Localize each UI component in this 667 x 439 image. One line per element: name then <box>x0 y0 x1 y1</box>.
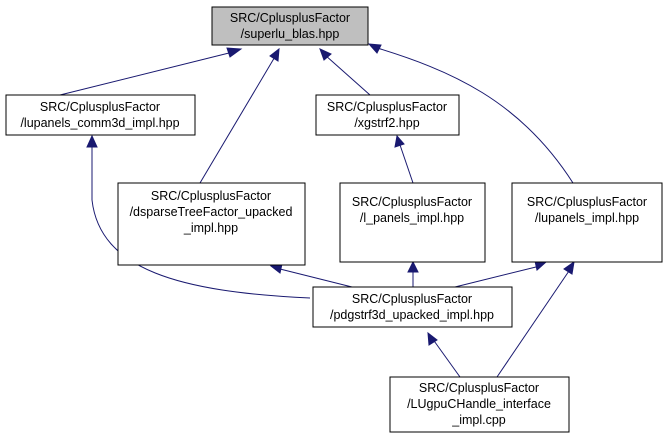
node-lugpu-line-1: SRC/CplusplusFactor <box>419 381 539 395</box>
node-lupanels-comm3d-line-1: SRC/CplusplusFactor <box>40 100 160 114</box>
node-xgstrf2[interactable]: SRC/CplusplusFactor /xgstrf2.hpp <box>315 94 460 136</box>
edge-lugpu-to-lupanels-impl <box>496 260 575 378</box>
edge-pdgstrf3d-to-l-panels <box>407 260 419 287</box>
node-pdgstrf3d-line-2: /pdgstrf3d_upacked_impl.hpp <box>330 308 494 322</box>
node-lugpu-line-3: _impl.cpp <box>451 413 506 427</box>
node-l-panels-line-1: SRC/CplusplusFactor <box>352 195 472 209</box>
node-l-panels[interactable]: SRC/CplusplusFactor /l_panels_impl.hpp <box>339 182 486 263</box>
node-superlu-blas-line-1: SRC/CplusplusFactor <box>230 11 350 25</box>
edge-lupanels-impl-to-superlu-blas <box>367 43 574 184</box>
node-xgstrf2-line-1: SRC/CplusplusFactor <box>327 100 447 114</box>
edge-dsparse-to-superlu-blas <box>199 47 280 184</box>
node-superlu-blas[interactable]: SRC/CplusplusFactor /superlu_blas.hpp <box>211 6 369 46</box>
node-lupanels-comm3d[interactable]: SRC/CplusplusFactor /lupanels_comm3d_imp… <box>5 94 196 136</box>
node-l-panels-line-2: /l_panels_impl.hpp <box>360 211 464 225</box>
node-dsparse-line-3: _impl.hpp <box>183 221 238 235</box>
node-lugpu[interactable]: SRC/CplusplusFactor /LUgpuCHandle_interf… <box>389 376 570 433</box>
node-lugpu-line-2: /LUgpuCHandle_interface <box>407 397 551 411</box>
edge-l-panels-to-xgstrf2 <box>394 134 414 184</box>
node-lupanels-comm3d-line-2: /lupanels_comm3d_impl.hpp <box>20 116 179 130</box>
edge-lugpu-to-pdgstrf3d <box>427 331 461 378</box>
node-lupanels-impl-line-1: SRC/CplusplusFactor <box>527 195 647 209</box>
node-lupanels-impl-line-2: /lupanels_impl.hpp <box>535 211 639 225</box>
node-dsparse-line-1: SRC/CplusplusFactor <box>151 189 271 203</box>
node-dsparse[interactable]: SRC/CplusplusFactor /dsparseTreeFactor_u… <box>117 182 306 266</box>
node-lupanels-impl[interactable]: SRC/CplusplusFactor /lupanels_impl.hpp <box>511 182 663 263</box>
node-pdgstrf3d-line-1: SRC/CplusplusFactor <box>352 292 472 306</box>
node-superlu-blas-line-2: /superlu_blas.hpp <box>241 27 340 41</box>
edge-pdgstrf3d-to-lupanels-impl <box>454 260 548 288</box>
node-pdgstrf3d[interactable]: SRC/CplusplusFactor /pdgstrf3d_upacked_i… <box>312 286 513 328</box>
node-dsparse-line-2: /dsparseTreeFactor_upacked <box>130 205 293 219</box>
edge-lupanels-comm3d-to-superlu-blas <box>59 47 243 96</box>
edge-xgstrf2-to-superlu-blas <box>319 48 371 96</box>
edge-pdgstrf3d-to-lupanels-comm3d <box>86 134 311 299</box>
edge-pdgstrf3d-to-dsparse <box>269 263 353 288</box>
node-xgstrf2-line-2: /xgstrf2.hpp <box>354 116 419 130</box>
